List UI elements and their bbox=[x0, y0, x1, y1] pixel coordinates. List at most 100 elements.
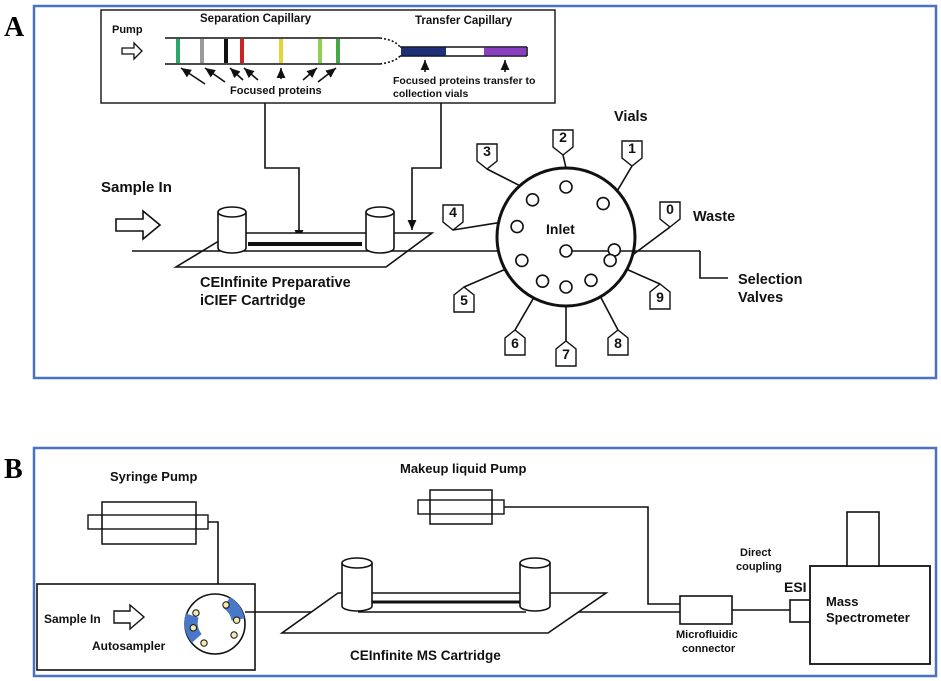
transfer-note-line1: Focused proteins transfer to bbox=[393, 75, 535, 87]
selection-valves-line2: Valves bbox=[738, 290, 783, 306]
protein-band bbox=[224, 39, 228, 63]
inset-connector-right bbox=[407, 103, 442, 230]
protein-band bbox=[279, 39, 283, 63]
taper-top bbox=[379, 37, 401, 48]
vial-0: 0 bbox=[607, 201, 681, 257]
cartridge-label-line1: CEInfinite Preparative bbox=[200, 275, 351, 291]
vial-tag bbox=[621, 140, 643, 167]
ms-cartridge-label: CEInfinite MS Cartridge bbox=[350, 648, 501, 663]
vial-number: 3 bbox=[483, 143, 491, 159]
reservoir-right bbox=[365, 206, 395, 254]
vial-port bbox=[535, 274, 550, 288]
vial-port bbox=[584, 273, 598, 288]
vial-tag bbox=[649, 283, 671, 310]
makeup-line bbox=[504, 506, 680, 605]
vial-port bbox=[596, 196, 610, 211]
mass-spec-line2: Spectrometer bbox=[826, 610, 910, 625]
vial-1: 1 bbox=[596, 140, 643, 211]
esi-source bbox=[789, 599, 811, 623]
ms-cartridge: CEInfinite MS Cartridge bbox=[279, 557, 609, 663]
syringe-pump-label: Syringe Pump bbox=[110, 469, 197, 484]
vial-7: 7 bbox=[555, 280, 577, 367]
vial-number: 2 bbox=[559, 129, 567, 145]
vial-number: 1 bbox=[628, 140, 636, 156]
ms-reservoir-left bbox=[341, 557, 373, 612]
vial-3: 3 bbox=[476, 143, 540, 207]
vial-port bbox=[515, 253, 529, 268]
ms-reservoir-right bbox=[519, 557, 551, 612]
taper-bottom bbox=[379, 55, 401, 65]
protein-band bbox=[336, 39, 340, 63]
capillary-inset: Pump Separation Capillary Transfer Capil… bbox=[100, 9, 556, 104]
band-arrow bbox=[229, 67, 244, 81]
microfluidic-connector bbox=[679, 595, 733, 625]
ms-cartridge-plate bbox=[279, 592, 609, 634]
vial-tag bbox=[659, 201, 681, 228]
syringe-line bbox=[208, 521, 219, 596]
protein-band bbox=[200, 39, 204, 63]
selection-valve: Inlet 0 1 2 3 4 5 67 8 9 bbox=[442, 129, 728, 367]
panel-b-frame bbox=[32, 446, 938, 678]
vial-tag bbox=[552, 129, 574, 156]
band-arrow bbox=[317, 67, 337, 83]
mass-spectrometer bbox=[809, 565, 931, 665]
tray-vial bbox=[192, 609, 200, 617]
vial-tag bbox=[476, 143, 498, 170]
mass-spec-line1: Mass bbox=[826, 594, 859, 609]
microfluidic-line2: connector bbox=[682, 643, 736, 655]
band-arrow bbox=[302, 67, 318, 81]
vial-2: 2 bbox=[552, 129, 574, 194]
protein-band bbox=[176, 39, 180, 63]
vial-6: 6 bbox=[504, 274, 550, 356]
inset-connector-left bbox=[264, 103, 304, 240]
vials-label: Vials bbox=[614, 109, 648, 125]
vial-5: 5 bbox=[453, 253, 529, 313]
vial-number: 0 bbox=[666, 201, 674, 217]
vial-port bbox=[603, 253, 617, 268]
vial-number: 8 bbox=[614, 335, 622, 351]
makeup-pump-label: Makeup liquid Pump bbox=[400, 461, 526, 476]
sample-in-label: Sample In bbox=[101, 179, 172, 196]
sample-in-arrow-icon bbox=[115, 209, 162, 241]
autosampler-arrow-icon bbox=[113, 603, 146, 631]
tray-vial bbox=[189, 624, 198, 632]
pump-arrow-icon bbox=[121, 41, 143, 61]
vial-tag bbox=[453, 286, 475, 313]
vial-port bbox=[510, 219, 524, 234]
tray-vial bbox=[232, 616, 241, 624]
vial-group: 0 1 2 3 4 5 67 8 9 bbox=[442, 129, 681, 367]
vial-number: 4 bbox=[449, 204, 457, 220]
focused-proteins-label: Focused proteins bbox=[230, 85, 322, 97]
vial-number: 5 bbox=[460, 292, 468, 308]
transfer-note-line2: collection vials bbox=[393, 88, 468, 100]
transfer-band-navy bbox=[401, 47, 446, 56]
tray-vial bbox=[222, 601, 230, 609]
protein-band bbox=[240, 39, 244, 63]
vial-9: 9 bbox=[603, 253, 671, 310]
band-arrow bbox=[243, 67, 259, 81]
inlet-label: Inlet bbox=[546, 221, 575, 237]
selection-valves-line1: Selection bbox=[738, 272, 802, 288]
cartridge-label-line2: iCIEF Cartridge bbox=[200, 293, 306, 309]
selection-line bbox=[699, 251, 728, 279]
transfer-band-purple bbox=[484, 47, 526, 56]
tray-vials bbox=[189, 601, 241, 647]
vial-4: 4 bbox=[442, 204, 524, 234]
panel-a-letter: A bbox=[4, 12, 25, 43]
esi-label: ESI bbox=[784, 579, 807, 595]
makeup-liquid-pump bbox=[417, 489, 505, 525]
autosampler-sample-in: Sample In bbox=[44, 612, 101, 626]
preparative-cartridge: CEInfinite Preparative iCIEF Cartridge bbox=[132, 206, 500, 309]
mass-spec-column bbox=[846, 511, 880, 567]
syringe-pump bbox=[87, 501, 209, 545]
separation-capillary-label: Separation Capillary bbox=[200, 13, 312, 25]
vial-port bbox=[525, 193, 540, 207]
microfluidic-line1: Microfluidic bbox=[676, 629, 738, 641]
reservoir-left bbox=[217, 206, 247, 254]
tray-vial bbox=[230, 631, 238, 639]
vial-number: 9 bbox=[656, 289, 664, 305]
vial-number: 7 bbox=[562, 346, 570, 362]
vial-port bbox=[559, 280, 573, 294]
transfer-capillary-label: Transfer Capillary bbox=[415, 15, 513, 27]
